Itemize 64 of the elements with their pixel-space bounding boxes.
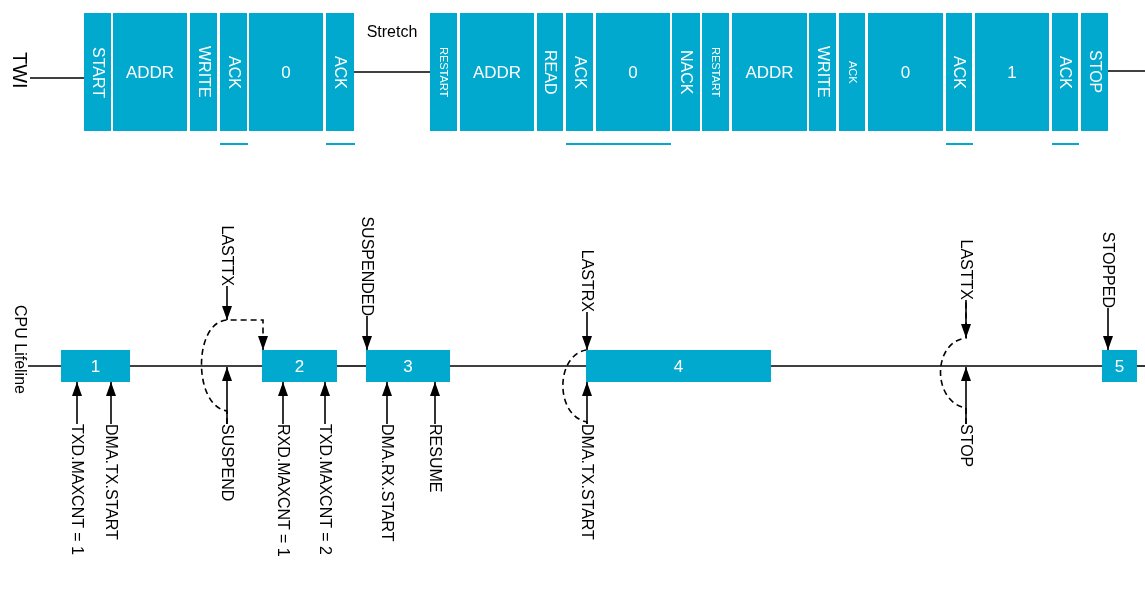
- arrow: [582, 311, 592, 351]
- arrow: [382, 381, 392, 425]
- event-label: LASTTX: [219, 225, 235, 286]
- arrow: [362, 315, 372, 351]
- dashed-connector: [562, 349, 588, 425]
- frame-field: 0: [596, 13, 670, 131]
- task-label: SUSPEND: [219, 424, 235, 502]
- transfer-box: 2: [262, 350, 337, 382]
- arrow: [222, 285, 232, 321]
- event-label: SUSPENDED: [359, 216, 375, 316]
- frame-field: READ: [537, 13, 563, 131]
- arrow: [1103, 307, 1113, 351]
- frame-field: RESTART: [430, 13, 457, 131]
- arrow: [430, 381, 440, 425]
- frame-field: ACK: [326, 13, 354, 131]
- transfer-box: 3: [366, 350, 450, 382]
- signal-line: [336, 365, 367, 367]
- frame-field: ADDR: [732, 13, 807, 131]
- signal-line: [770, 365, 1103, 367]
- transfer-box: 4: [586, 350, 771, 382]
- event-label: STOPPED: [1100, 231, 1116, 308]
- bus-label: TWI: [10, 52, 30, 89]
- transfer-box: 5: [1102, 350, 1137, 382]
- event-label: LASTTX: [958, 239, 974, 300]
- task-label: DMA.TX.START: [579, 424, 595, 540]
- frame-field: 0: [249, 13, 323, 131]
- signal-line: [449, 365, 587, 367]
- arrow: [72, 381, 82, 425]
- signal-line: [27, 365, 62, 367]
- frame-field: RESTART: [702, 13, 729, 131]
- frame-field: ACK: [1052, 13, 1078, 131]
- signal-line: [129, 365, 263, 367]
- frame-field: ACK: [946, 13, 972, 131]
- frame-field: ACK: [220, 13, 247, 131]
- frame-field: START: [84, 13, 111, 131]
- task-label: RESUME: [427, 424, 443, 493]
- signal-line: [1136, 365, 1145, 367]
- signal-line: [353, 71, 431, 73]
- frame-field: NACK: [672, 13, 700, 131]
- arrow: [320, 381, 330, 425]
- transfer-box: 1: [61, 350, 130, 382]
- signal-line: [1107, 70, 1145, 72]
- frame-field: WRITE: [809, 13, 836, 131]
- task-label: STOP: [958, 424, 974, 468]
- frame-field: ADDR: [113, 13, 187, 131]
- task-label: RXD.MAXCNT = 1: [275, 424, 291, 557]
- frame-field: ADDR: [460, 13, 534, 131]
- arrow: [278, 381, 288, 425]
- dashed-connector: [200, 319, 268, 425]
- task-label: TXD.MAXCNT = 2: [317, 424, 333, 555]
- frame-field: ACK: [839, 13, 865, 131]
- frame-field: WRITE: [190, 13, 217, 131]
- arrow: [106, 381, 116, 425]
- frame-field: 1: [975, 13, 1049, 131]
- frame-field: ACK: [566, 13, 593, 131]
- task-label: DMA.RX.START: [379, 424, 395, 542]
- task-label: TXD.MAXCNT = 1: [69, 424, 85, 555]
- task-label: DMA.TX.START: [103, 424, 119, 540]
- signal-line: [29, 77, 85, 79]
- frame-field: 0: [868, 13, 943, 131]
- lifeline-label: CPU Lifeline: [12, 305, 28, 394]
- event-label: LASTRX: [579, 249, 595, 312]
- edge-label: Stretch: [364, 24, 420, 40]
- frame-field: STOP: [1081, 13, 1108, 131]
